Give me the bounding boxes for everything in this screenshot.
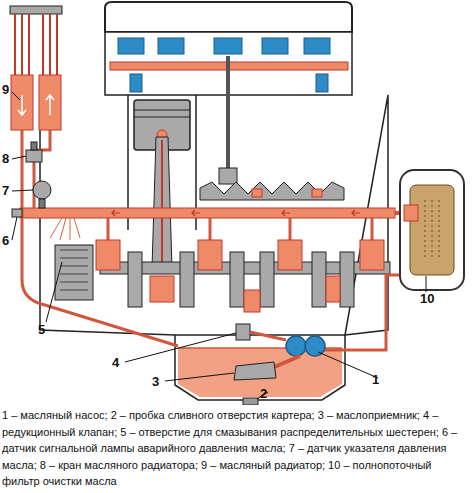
gear-teeth	[60, 250, 88, 290]
drain-plug	[243, 398, 258, 405]
cam-bearing	[252, 189, 262, 197]
callout-number: 4	[112, 355, 119, 370]
callout-number: 3	[152, 374, 159, 389]
leader-line	[12, 190, 33, 191]
callout-number: 8	[2, 151, 9, 166]
sender-stem	[39, 199, 45, 208]
bearing-feed	[209, 218, 212, 240]
valve-cover	[105, 2, 352, 32]
timing-gear	[55, 245, 93, 300]
bearing-feed	[107, 218, 110, 240]
rod-oil-channel	[161, 140, 163, 262]
warning-lamp-sender	[12, 209, 22, 217]
main-oil-gallery	[20, 208, 395, 218]
leader-line	[12, 156, 26, 159]
callout-number: 9	[2, 82, 9, 97]
oil-pickup	[234, 362, 276, 380]
radiator-tubes	[15, 14, 57, 75]
cooler-valve	[26, 150, 42, 162]
oil-filter	[400, 170, 464, 290]
valve-handle	[31, 142, 37, 150]
rod-bearing	[326, 276, 340, 302]
callout-number: 7	[2, 183, 9, 198]
main-bearing	[198, 240, 222, 270]
camshaft	[200, 182, 344, 200]
main-bearing	[360, 240, 384, 270]
tappet	[219, 168, 237, 184]
callout-number: 10	[420, 291, 434, 306]
flow-arrow	[112, 210, 360, 216]
main-bearing	[278, 240, 302, 270]
callout-number: 1	[372, 372, 379, 387]
legend-caption: 1 – масляный насос; 2 – пробка сливного …	[2, 407, 472, 490]
valve-spring	[130, 74, 142, 92]
rocker-arm	[304, 38, 330, 54]
leader-line	[125, 333, 236, 362]
pressure-gauge-sender	[33, 181, 51, 199]
rod-bearing	[150, 276, 174, 302]
filter-port	[404, 205, 418, 221]
callout-number: 6	[2, 233, 9, 248]
pickup-pipe	[272, 356, 300, 368]
pushrod	[226, 56, 230, 180]
filter-pleats	[425, 200, 439, 260]
return-pipe	[22, 130, 178, 346]
crank-web	[260, 252, 274, 307]
cam-bearing	[312, 189, 322, 197]
rocker-arm	[158, 38, 184, 54]
flow-arrow	[18, 95, 54, 115]
crank-web	[180, 252, 194, 307]
crank-web	[128, 252, 142, 307]
crank-web	[340, 252, 354, 307]
rocker-arm	[214, 38, 242, 54]
oil-pan	[175, 335, 345, 400]
pump-outlet-pipe	[322, 275, 405, 350]
rocker-arm	[262, 38, 288, 54]
radiator-header	[10, 6, 62, 14]
leader-line	[318, 352, 378, 378]
crank-web	[312, 252, 326, 307]
oil-pump-gear	[286, 336, 306, 356]
bearing-feed	[289, 218, 292, 240]
rocker-arm	[118, 38, 144, 54]
pump-pipe	[250, 332, 286, 340]
leader-line	[46, 262, 62, 322]
leader-line	[426, 276, 427, 292]
leader-line	[12, 217, 17, 240]
crank-web	[230, 252, 244, 307]
rod-bearing	[244, 290, 260, 312]
leader-line	[165, 373, 234, 381]
callout-number: 2	[260, 386, 267, 401]
reducing-valve	[236, 324, 250, 340]
oil-pump-gear	[305, 336, 325, 356]
connecting-rod	[152, 137, 172, 268]
bearing-feed	[371, 218, 374, 240]
main-bearing	[96, 240, 120, 270]
callout-number: 5	[38, 322, 45, 337]
oil-spray	[50, 218, 80, 240]
valve-spring	[316, 74, 328, 92]
filter-element	[410, 185, 454, 275]
piston-ring	[134, 110, 190, 111]
leader-line	[12, 92, 20, 100]
piston-ring	[134, 117, 190, 118]
lubrication-illustration	[0, 0, 474, 405]
